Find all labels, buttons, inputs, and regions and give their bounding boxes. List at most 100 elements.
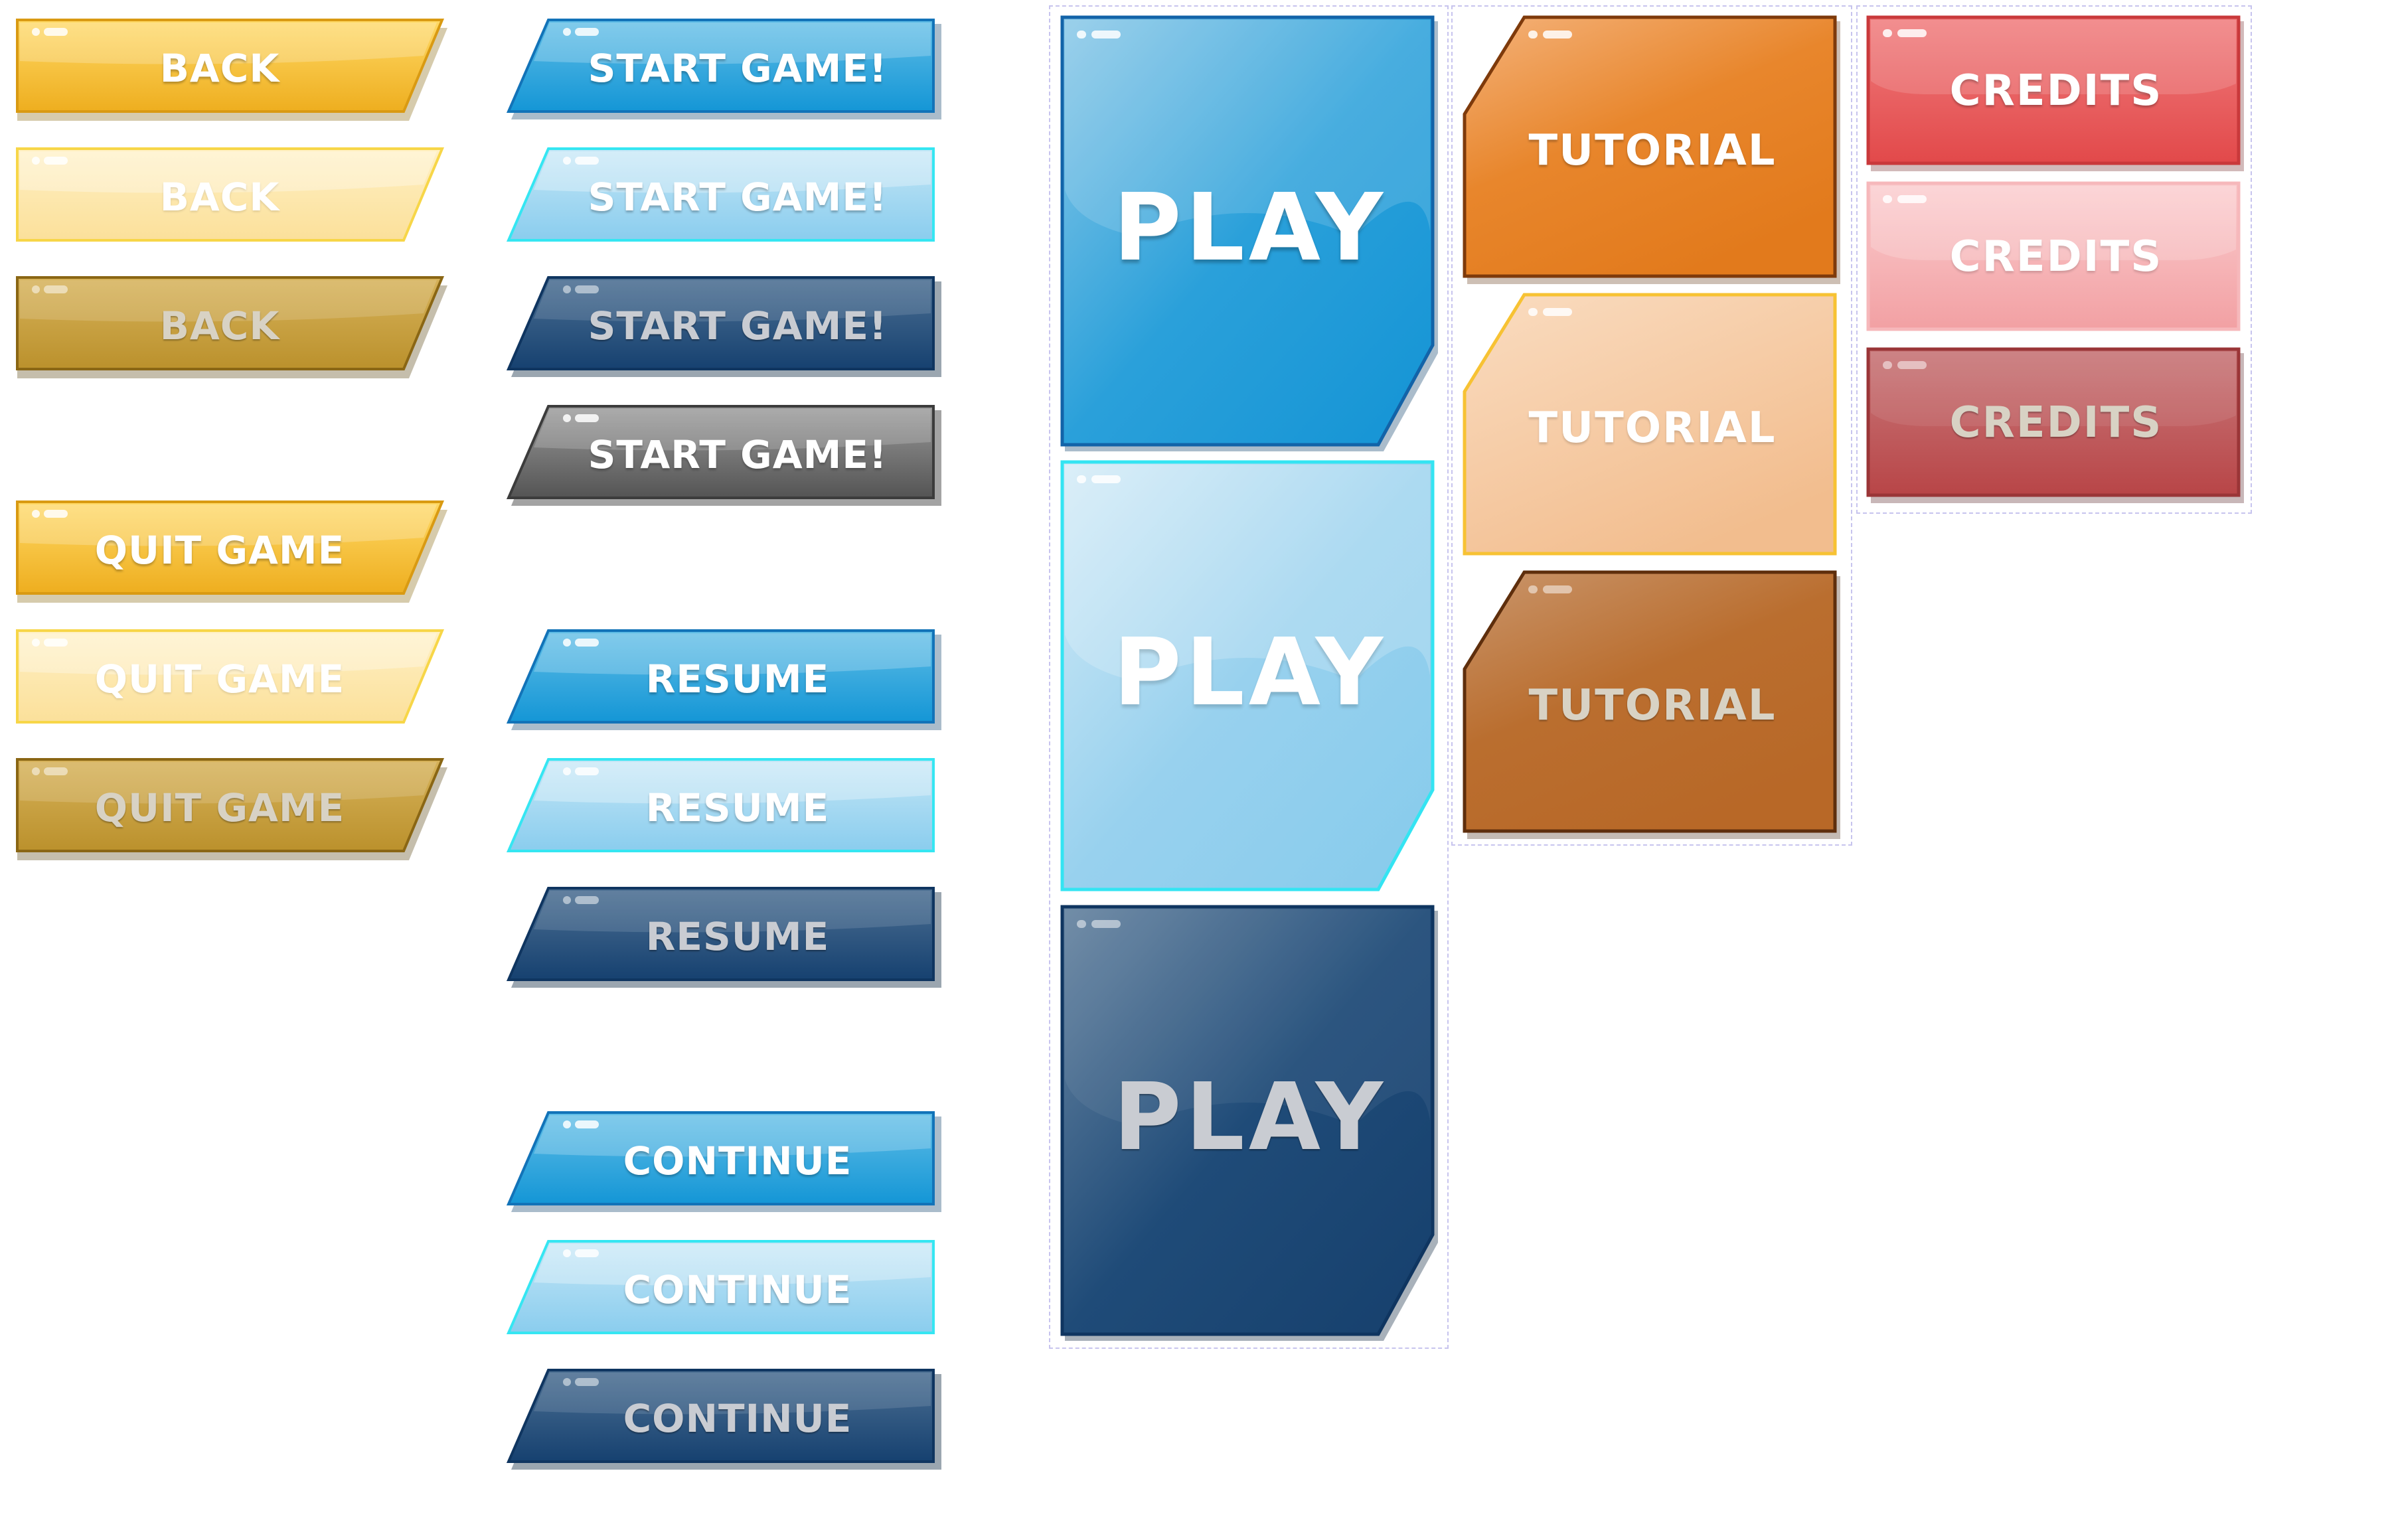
corner-dots-icon: [563, 28, 603, 36]
quit-game-button-disabled: QUIT GAME: [16, 758, 449, 860]
corner-dots-icon: [32, 639, 72, 647]
button-shape: [506, 405, 941, 506]
tutorial-button-normal[interactable]: TUTORIAL: [1463, 15, 1840, 284]
resume-button-normal[interactable]: RESUME: [506, 629, 941, 730]
credits-label: CREDITS: [1949, 398, 2163, 447]
continue-label: CONTINUE: [623, 1267, 852, 1312]
start-game-button-inactive: START GAME!: [506, 405, 941, 506]
button-shape: [16, 19, 447, 121]
button-shape: [506, 147, 935, 242]
button-shape: [506, 1369, 941, 1470]
start-game-button-normal[interactable]: START GAME!: [506, 19, 941, 119]
corner-dots-icon: [563, 896, 603, 904]
back-button-hover[interactable]: BACK: [16, 147, 449, 246]
resume-button-disabled: RESUME: [506, 887, 941, 988]
corner-dots-icon: [32, 28, 72, 36]
corner-dots-icon: [1077, 475, 1123, 483]
quit-game-label: QUIT GAME: [94, 656, 345, 702]
tutorial-buttons-frame: [1451, 5, 1852, 846]
corner-dots-icon: [32, 767, 72, 775]
button-shape: [1060, 15, 1438, 451]
button-shape: [1866, 181, 2241, 331]
corner-dots-icon: [1883, 29, 1929, 37]
resume-label: RESUME: [645, 914, 830, 959]
start-game-label: START GAME!: [588, 432, 888, 477]
tutorial-label: TUTORIAL: [1528, 681, 1777, 730]
back-label: BACK: [159, 46, 280, 91]
quit-game-button-hover[interactable]: QUIT GAME: [16, 629, 449, 728]
corner-dots-icon: [563, 414, 603, 422]
continue-button-hover[interactable]: CONTINUE: [506, 1240, 940, 1338]
play-button-hover[interactable]: PLAY: [1060, 460, 1438, 896]
back-button-normal[interactable]: BACK: [16, 19, 449, 121]
button-shape: [506, 758, 935, 852]
credits-button-disabled: CREDITS: [1866, 347, 2244, 503]
resume-label: RESUME: [645, 656, 830, 702]
tutorial-label: TUTORIAL: [1528, 126, 1777, 175]
button-shape: [1463, 293, 1837, 556]
corner-dots-icon: [1077, 31, 1123, 38]
corner-dots-icon: [1528, 585, 1575, 593]
credits-button-hover[interactable]: CREDITS: [1866, 181, 2244, 337]
button-shape: [1866, 347, 2244, 503]
button-shape: [16, 629, 445, 724]
corner-dots-icon: [1883, 195, 1929, 203]
button-shape: [16, 276, 447, 378]
button-shape: [506, 1240, 935, 1334]
start-game-button-hover[interactable]: START GAME!: [506, 147, 940, 246]
button-shape: [506, 1111, 941, 1212]
button-shape: [1866, 15, 2244, 171]
button-shape: [1060, 905, 1438, 1341]
button-shape: [16, 501, 447, 603]
continue-button-disabled: CONTINUE: [506, 1369, 941, 1470]
credits-label: CREDITS: [1949, 66, 2163, 116]
continue-label: CONTINUE: [623, 1396, 852, 1441]
corner-dots-icon: [563, 1249, 603, 1257]
tutorial-button-hover[interactable]: TUTORIAL: [1463, 293, 1840, 562]
corner-dots-icon: [32, 510, 72, 518]
quit-game-button-normal[interactable]: QUIT GAME: [16, 501, 449, 603]
button-shape: [506, 276, 941, 377]
resume-button-hover[interactable]: RESUME: [506, 758, 940, 856]
button-shape: [506, 19, 941, 119]
button-shape: [1060, 460, 1435, 891]
tutorial-button-disabled: TUTORIAL: [1463, 570, 1840, 839]
resume-label: RESUME: [645, 785, 830, 830]
start-game-label: START GAME!: [588, 303, 888, 348]
corner-dots-icon: [32, 157, 72, 165]
start-game-button-disabled: START GAME!: [506, 276, 941, 377]
corner-dots-icon: [1528, 308, 1575, 316]
corner-dots-icon: [1528, 31, 1575, 38]
play-buttons-frame: [1049, 5, 1449, 1349]
corner-dots-icon: [563, 157, 603, 165]
continue-label: CONTINUE: [623, 1138, 852, 1184]
button-shape: [1463, 15, 1840, 284]
credits-label: CREDITS: [1949, 232, 2163, 281]
button-shape: [506, 887, 941, 988]
tutorial-label: TUTORIAL: [1528, 404, 1777, 453]
quit-game-label: QUIT GAME: [94, 785, 345, 830]
play-label: PLAY: [1113, 618, 1388, 727]
corner-dots-icon: [563, 1378, 603, 1386]
corner-dots-icon: [563, 639, 603, 647]
back-label: BACK: [159, 303, 280, 348]
continue-button-normal[interactable]: CONTINUE: [506, 1111, 941, 1212]
play-button-normal[interactable]: PLAY: [1060, 15, 1438, 451]
corner-dots-icon: [563, 1120, 603, 1128]
play-button-disabled: PLAY: [1060, 905, 1438, 1341]
play-label: PLAY: [1113, 173, 1388, 282]
corner-dots-icon: [563, 767, 603, 775]
button-shape: [16, 147, 445, 242]
corner-dots-icon: [1883, 361, 1929, 369]
corner-dots-icon: [563, 285, 603, 293]
credits-buttons-frame: [1856, 5, 2252, 514]
button-shape: [506, 629, 941, 730]
credits-button-normal[interactable]: CREDITS: [1866, 15, 2244, 171]
corner-dots-icon: [1077, 920, 1123, 928]
button-shape: [1463, 570, 1840, 839]
back-button-disabled: BACK: [16, 276, 449, 378]
quit-game-label: QUIT GAME: [94, 528, 345, 573]
back-label: BACK: [159, 175, 280, 220]
button-shape: [16, 758, 447, 860]
play-label: PLAY: [1113, 1063, 1388, 1172]
